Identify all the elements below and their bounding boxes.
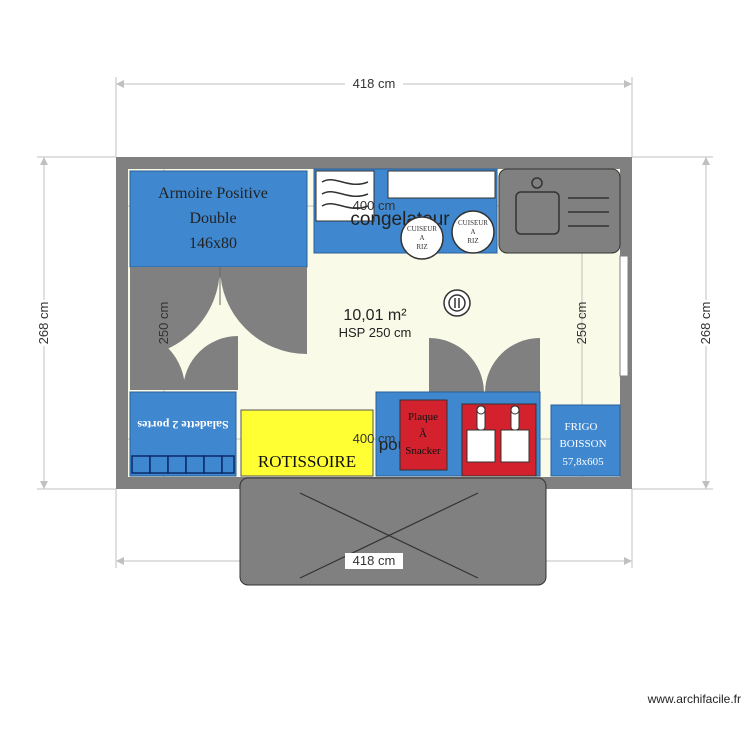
frigo-label-2: BOISSON — [559, 438, 606, 450]
dim-inner-right: 250 cm — [574, 302, 589, 345]
rotissoire-label: ROTISSOIRE — [258, 452, 356, 471]
dim-inner-top: 400 cm — [353, 198, 396, 213]
fryer-basket-1 — [466, 429, 496, 463]
armoire-doors — [130, 267, 307, 390]
cuiseur-1-l2: A — [419, 234, 424, 242]
dim-bottom-outer: 418 cm — [353, 553, 396, 568]
rotissoire — [240, 409, 374, 477]
armoire-label-1: Armoire Positive — [158, 185, 268, 202]
watermark: www.archifacile.fr — [647, 692, 741, 706]
cuiseur-1-l1: CUISEUR — [407, 225, 437, 233]
cuiseur-1-l3: RIZ — [416, 243, 427, 251]
armoire-label-2: Double — [189, 210, 236, 227]
plaque-snacker — [399, 399, 448, 471]
dim-inner-left: 250 cm — [156, 302, 171, 345]
plaque-label-2: Ã — [419, 428, 427, 440]
cuiseur-2-l1: CUISEUR — [458, 219, 488, 227]
faucet-icon — [531, 177, 543, 189]
window — [619, 255, 629, 377]
plaque-label-3: Snacker — [405, 445, 441, 457]
cuiseur-riz-1 — [400, 216, 444, 260]
frigo-label-3: 57,8x605 — [562, 456, 604, 468]
dim-top-outer: 418 cm — [353, 76, 396, 91]
room-area: 10,01 m² — [343, 307, 407, 324]
congelateur-lid — [387, 170, 496, 199]
sink-bowl — [515, 191, 560, 235]
exterior-block — [239, 477, 547, 586]
armoire-positive — [129, 170, 308, 268]
lower-doors — [429, 338, 540, 392]
dimension-arrows — [40, 80, 710, 565]
frigo-boisson — [550, 404, 621, 477]
drainboard-lines — [568, 197, 609, 227]
dim-right-outer: 268 cm — [698, 302, 713, 345]
saladette-drawers — [131, 455, 235, 474]
room-height: HSP 250 cm — [339, 325, 412, 340]
armoire-label-3: 146x80 — [189, 235, 237, 252]
cuiseur-riz-2 — [451, 210, 495, 254]
cuiseur-2-l3: RIZ — [467, 237, 478, 245]
cuiseur-2-l2: A — [470, 228, 475, 236]
plaque-label-1: Plaque — [408, 411, 438, 423]
fryer-basket-2 — [500, 429, 530, 463]
dim-inner-bottom: 400 cm — [353, 431, 396, 446]
floor-drain-icon — [443, 289, 471, 317]
saladette-label: Saladette 2 portes — [137, 418, 229, 432]
frigo-label-1: FRIGO — [564, 421, 597, 433]
dim-left-outer: 268 cm — [36, 302, 51, 345]
